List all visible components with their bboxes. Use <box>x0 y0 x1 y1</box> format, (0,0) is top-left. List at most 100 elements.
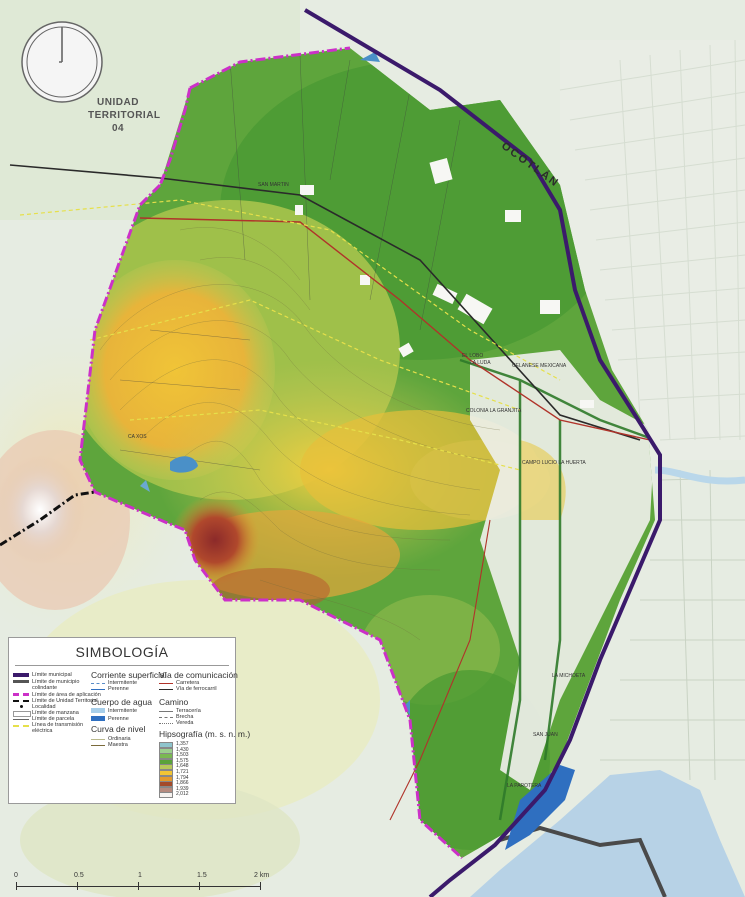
legend-title: SIMBOLOGÍA <box>75 644 169 660</box>
hypsography-swatch <box>159 742 173 748</box>
legend-item: Ordinaria <box>108 736 131 742</box>
hypsography-value: 1,794 <box>176 774 189 781</box>
legend-item: Localidad <box>32 704 56 710</box>
place-label: COLONIA LA GRANJITA <box>466 408 522 414</box>
hypsography-row: 1,939 <box>159 785 189 793</box>
place-label: LA PAROTERA <box>507 783 542 789</box>
scale-tick-mark <box>16 882 17 890</box>
hypsography-swatch <box>159 792 173 799</box>
hypsography-value: 1,430 <box>176 746 189 753</box>
legend-item: Límite de parcela <box>32 716 75 722</box>
hypsography-swatch <box>159 747 173 754</box>
unit-territorial-label: UNIDAD TERRITORIAL 04 <box>88 96 161 135</box>
scale-tick: 0.5 <box>74 872 84 879</box>
hypsography-value: 1,648 <box>176 763 189 770</box>
scale-tick-mark <box>77 882 78 890</box>
legend-item: Límite de manzana <box>32 710 79 716</box>
swatch-water-perennial <box>91 716 105 721</box>
scale-bar: 0 0.5 1 1.5 2 km <box>14 872 284 894</box>
swatch-stream-intermittent <box>91 683 105 684</box>
legend-item: Intermitente <box>108 680 138 686</box>
legend-item: Terracería <box>176 708 201 714</box>
legend-item: Línea de transmisión eléctrica <box>32 722 84 734</box>
legend-heading: Camino <box>159 697 189 707</box>
place-label: EL LOBO <box>462 353 484 359</box>
place-label: LA LUDA <box>470 360 491 366</box>
legend-item: Límite de Unidad Territorial <box>32 698 98 704</box>
scale-tick: 0 <box>14 872 18 879</box>
hypsography-row: 1,503 <box>159 752 189 760</box>
swatch-stream-perennial <box>91 689 105 690</box>
hypsography-swatch <box>159 775 173 782</box>
hypsography-row: 1,866 <box>159 780 189 788</box>
hypsography-swatch <box>159 770 173 776</box>
legend-heading: Cuerpo de agua <box>91 697 152 707</box>
hypsography-value: 1,866 <box>176 780 189 787</box>
hypsography-swatch <box>159 753 173 760</box>
swatch-contour-master <box>91 745 105 746</box>
place-label: LA MICHOETA <box>552 673 586 679</box>
unit-label-line1: UNIDAD <box>97 97 139 108</box>
hypsography-value: 1,357 <box>176 741 189 747</box>
hypsography-swatch <box>159 758 173 765</box>
swatch-locality <box>20 705 23 708</box>
hypsography-row: 1,357 <box>159 741 189 748</box>
legend-item: Brecha <box>176 714 194 720</box>
hypsography-swatch <box>159 781 173 788</box>
legend-heading: Corriente superficial <box>91 670 167 680</box>
swatch-highway <box>159 683 173 684</box>
legend-item: Vía de ferrocarril <box>176 686 217 692</box>
swatch-transmission <box>13 725 29 727</box>
swatch-application-limit <box>13 693 29 696</box>
swatch-block <box>13 711 31 717</box>
legend-panel: SIMBOLOGÍA Límite municipal Límite de mu… <box>8 637 250 804</box>
hypsography-value: 2,012 <box>176 791 189 798</box>
hypsography-value: 1,721 <box>176 769 189 775</box>
unit-label-line3: 04 <box>111 123 125 134</box>
legend-heading: Curva de nivel <box>91 724 146 734</box>
swatch-municipal-limit <box>13 673 29 677</box>
hypsography-row: 1,575 <box>159 757 189 765</box>
swatch-contour-ordinary <box>91 739 105 740</box>
place-label: CA XOS <box>128 434 147 440</box>
swatch-railway <box>159 689 173 690</box>
swatch-unit-limit <box>13 700 29 702</box>
legend-item: Vereda <box>176 720 194 726</box>
scale-tick-mark <box>138 882 139 890</box>
place-label: CELANESE MEXICANA <box>512 363 567 369</box>
scale-tick-mark <box>199 882 200 890</box>
hypsography-swatch <box>159 786 173 793</box>
swatch-parcel <box>13 719 29 720</box>
legend-item: Intermitente <box>108 708 138 714</box>
swatch-neighbor-limit <box>13 680 29 683</box>
hypsography-row: 1,794 <box>159 774 189 782</box>
place-label: SAN MARTIN <box>258 182 289 188</box>
unit-label-line2: TERRITORIAL <box>88 110 161 121</box>
scale-tick: 1.5 <box>197 872 207 879</box>
legend-divider <box>15 665 229 666</box>
legend-heading: Hipsografía (m. s. n. m.) <box>159 729 251 739</box>
hypsography-value: 1,503 <box>176 752 189 759</box>
hypsography-row: 2,012 <box>159 791 189 799</box>
place-label: SAN JUAN <box>533 732 558 738</box>
legend-item: Límite de municipio colindante <box>32 679 80 691</box>
swatch-water-intermittent <box>91 708 105 713</box>
legend-item: Perenne <box>108 716 129 722</box>
hypsography-value: 1,575 <box>176 757 189 764</box>
scale-tick: 1 <box>138 872 142 879</box>
hypsography-row: 1,648 <box>159 763 189 771</box>
hypsography-row: 1,721 <box>159 769 189 776</box>
swatch-terraceria <box>159 711 173 712</box>
legend-heading: Vía de comunicación <box>159 670 238 680</box>
swatch-brecha <box>159 717 173 718</box>
legend-item: Perenne <box>108 686 129 692</box>
place-label: CAMPO LUCIO LA HUERTA <box>522 460 586 466</box>
legend-item: Límite de área de aplicación <box>32 692 101 698</box>
swatch-vereda <box>159 723 173 724</box>
hypsography-value: 1,939 <box>176 785 189 792</box>
legend-item: Límite municipal <box>32 672 72 678</box>
legend-item: Maestra <box>108 742 128 748</box>
hypsography-row: 1,430 <box>159 746 189 754</box>
legend-item: Carretera <box>176 680 200 686</box>
